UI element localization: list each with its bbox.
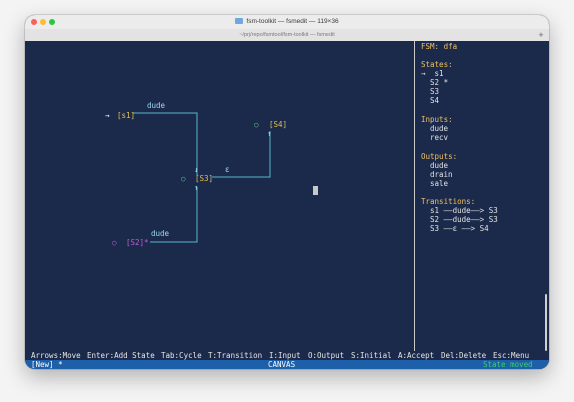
key-hint-accept: A:Accept: [398, 351, 435, 360]
key-hint-initial: S:Initial: [351, 351, 392, 360]
key-hint-move: Arrows:Move: [31, 351, 81, 360]
minimize-button[interactable]: [40, 19, 46, 25]
transition-list-item: s1 ——dude——> S3: [430, 206, 498, 215]
output-list-item: dude: [430, 161, 449, 170]
state-list-item: S4: [421, 96, 440, 105]
transition-list-item: S3 ——ε ——> S4: [430, 224, 489, 233]
key-hint-input: I:Input: [269, 351, 301, 360]
arrow-up-icon: ↑: [267, 129, 272, 138]
zoom-button[interactable]: [49, 19, 55, 25]
edge-label-s3-s4: ε: [225, 165, 230, 174]
tab-title[interactable]: ~/prj/repo/fsmtool/fsm-toolkit — fsmedit: [239, 32, 335, 38]
transition-list-item: S2 ——dude——> S3: [430, 215, 498, 224]
states-header: States:: [421, 60, 453, 69]
output-list-item: sale: [430, 179, 449, 188]
key-hint-cycle: Tab:Cycle: [161, 351, 202, 360]
title-bar: fsm-toolkit — fsmedit — 119×36: [25, 15, 549, 30]
key-hint-output: O:Output: [308, 351, 345, 360]
scrollbar[interactable]: [545, 294, 547, 351]
window-title: fsm-toolkit — fsmedit — 119×36: [25, 15, 549, 29]
text-cursor: [313, 186, 318, 195]
input-list-item: recv: [430, 133, 449, 142]
canvas-edges: [133, 112, 271, 243]
key-hint-transition: T:Transition: [208, 351, 263, 360]
info-panel: FSM: dfa States: → s1 S2 * S3 S4 Inputs:…: [414, 41, 549, 351]
status-bar: [New] * CANVAS State moved: [25, 360, 549, 369]
state-s2-accepting[interactable]: [S2]*: [126, 238, 149, 247]
file-status: [New] *: [31, 360, 63, 369]
arrow-up-icon: ↑: [194, 183, 199, 192]
key-hint-menu: Esc:Menu: [493, 351, 530, 360]
terminal-window: fsm-toolkit — fsmedit — 119×36 ~/prj/rep…: [25, 15, 549, 369]
key-hint-add-state: Enter:Add State: [87, 351, 155, 360]
new-tab-button[interactable]: +: [538, 30, 544, 40]
folder-icon: [235, 18, 244, 24]
state-list-item: → s1: [421, 69, 444, 78]
arrow-down-icon: ↓: [194, 165, 199, 174]
edge-s2-to-s3: [150, 187, 198, 243]
state-circle-icon: ○: [254, 120, 259, 129]
edge-s1-to-s3: [133, 112, 198, 175]
state-s4[interactable]: [S4]: [269, 120, 288, 129]
state-list-item: S3: [421, 87, 440, 96]
input-list-item: dude: [430, 124, 449, 133]
key-hint-delete: Del:Delete: [441, 351, 487, 360]
close-button[interactable]: [31, 19, 37, 25]
inputs-header: Inputs:: [421, 115, 453, 124]
edge-label-s2-s3: dude: [151, 229, 170, 238]
fsm-type: FSM: dfa: [421, 42, 458, 51]
state-list-item: S2 *: [421, 78, 449, 87]
window-title-text: fsm-toolkit — fsmedit — 119×36: [246, 18, 339, 25]
outputs-header: Outputs:: [421, 152, 458, 161]
edge-label-s1-s3: dude: [147, 101, 166, 110]
status-message: State moved: [483, 360, 533, 369]
key-hints-bar: Arrows:Move Enter:Add State Tab:Cycle T:…: [25, 351, 549, 360]
transitions-header: Transitions:: [421, 197, 476, 206]
edge-s3-to-s4: [212, 131, 271, 178]
mode-indicator: CANVAS: [268, 360, 296, 369]
state-s1[interactable]: [s1]: [117, 111, 136, 120]
state-s3[interactable]: [S3]: [195, 174, 214, 183]
output-list-item: drain: [430, 170, 453, 179]
state-circle-icon: ○: [181, 174, 186, 183]
initial-arrow-icon: →: [105, 111, 110, 120]
state-circle-icon: ○: [112, 238, 117, 247]
terminal-content[interactable]: → [s1] dude ○ [S4] ↑ ↓ ε ○ [S3] ↑ dude ○…: [25, 41, 549, 369]
